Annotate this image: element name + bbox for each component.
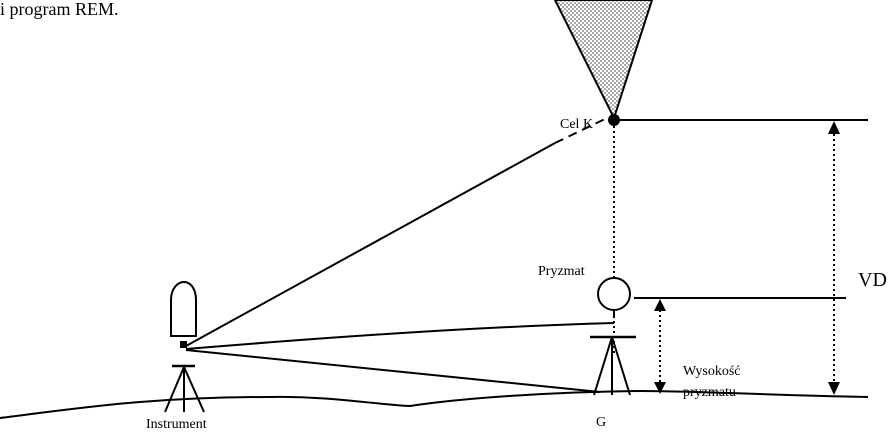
sight-line-target <box>185 142 556 347</box>
prism-label: Pryzmat <box>538 264 585 279</box>
vd-label: VD <box>858 269 887 291</box>
ground-line <box>0 389 869 419</box>
prism-icon <box>590 277 636 396</box>
sight-line-target-dashed <box>554 117 608 144</box>
caption-fragment: i program REM. <box>0 0 119 19</box>
prism-height-label-line1: Wysokość <box>683 364 740 379</box>
prism-height-dimension <box>654 299 666 394</box>
instrument-icon <box>164 280 205 413</box>
instrument-label: Instrument <box>146 417 207 432</box>
target-point <box>608 114 620 126</box>
prism-height-label-line2: pryzmatu <box>683 385 736 400</box>
target-cone <box>553 0 654 121</box>
vd-dimension <box>828 121 840 395</box>
sight-line-prism <box>185 322 615 350</box>
ground-point-label: G <box>596 415 606 430</box>
sight-line-ground <box>185 349 601 393</box>
target-label: Cel K <box>560 117 593 132</box>
